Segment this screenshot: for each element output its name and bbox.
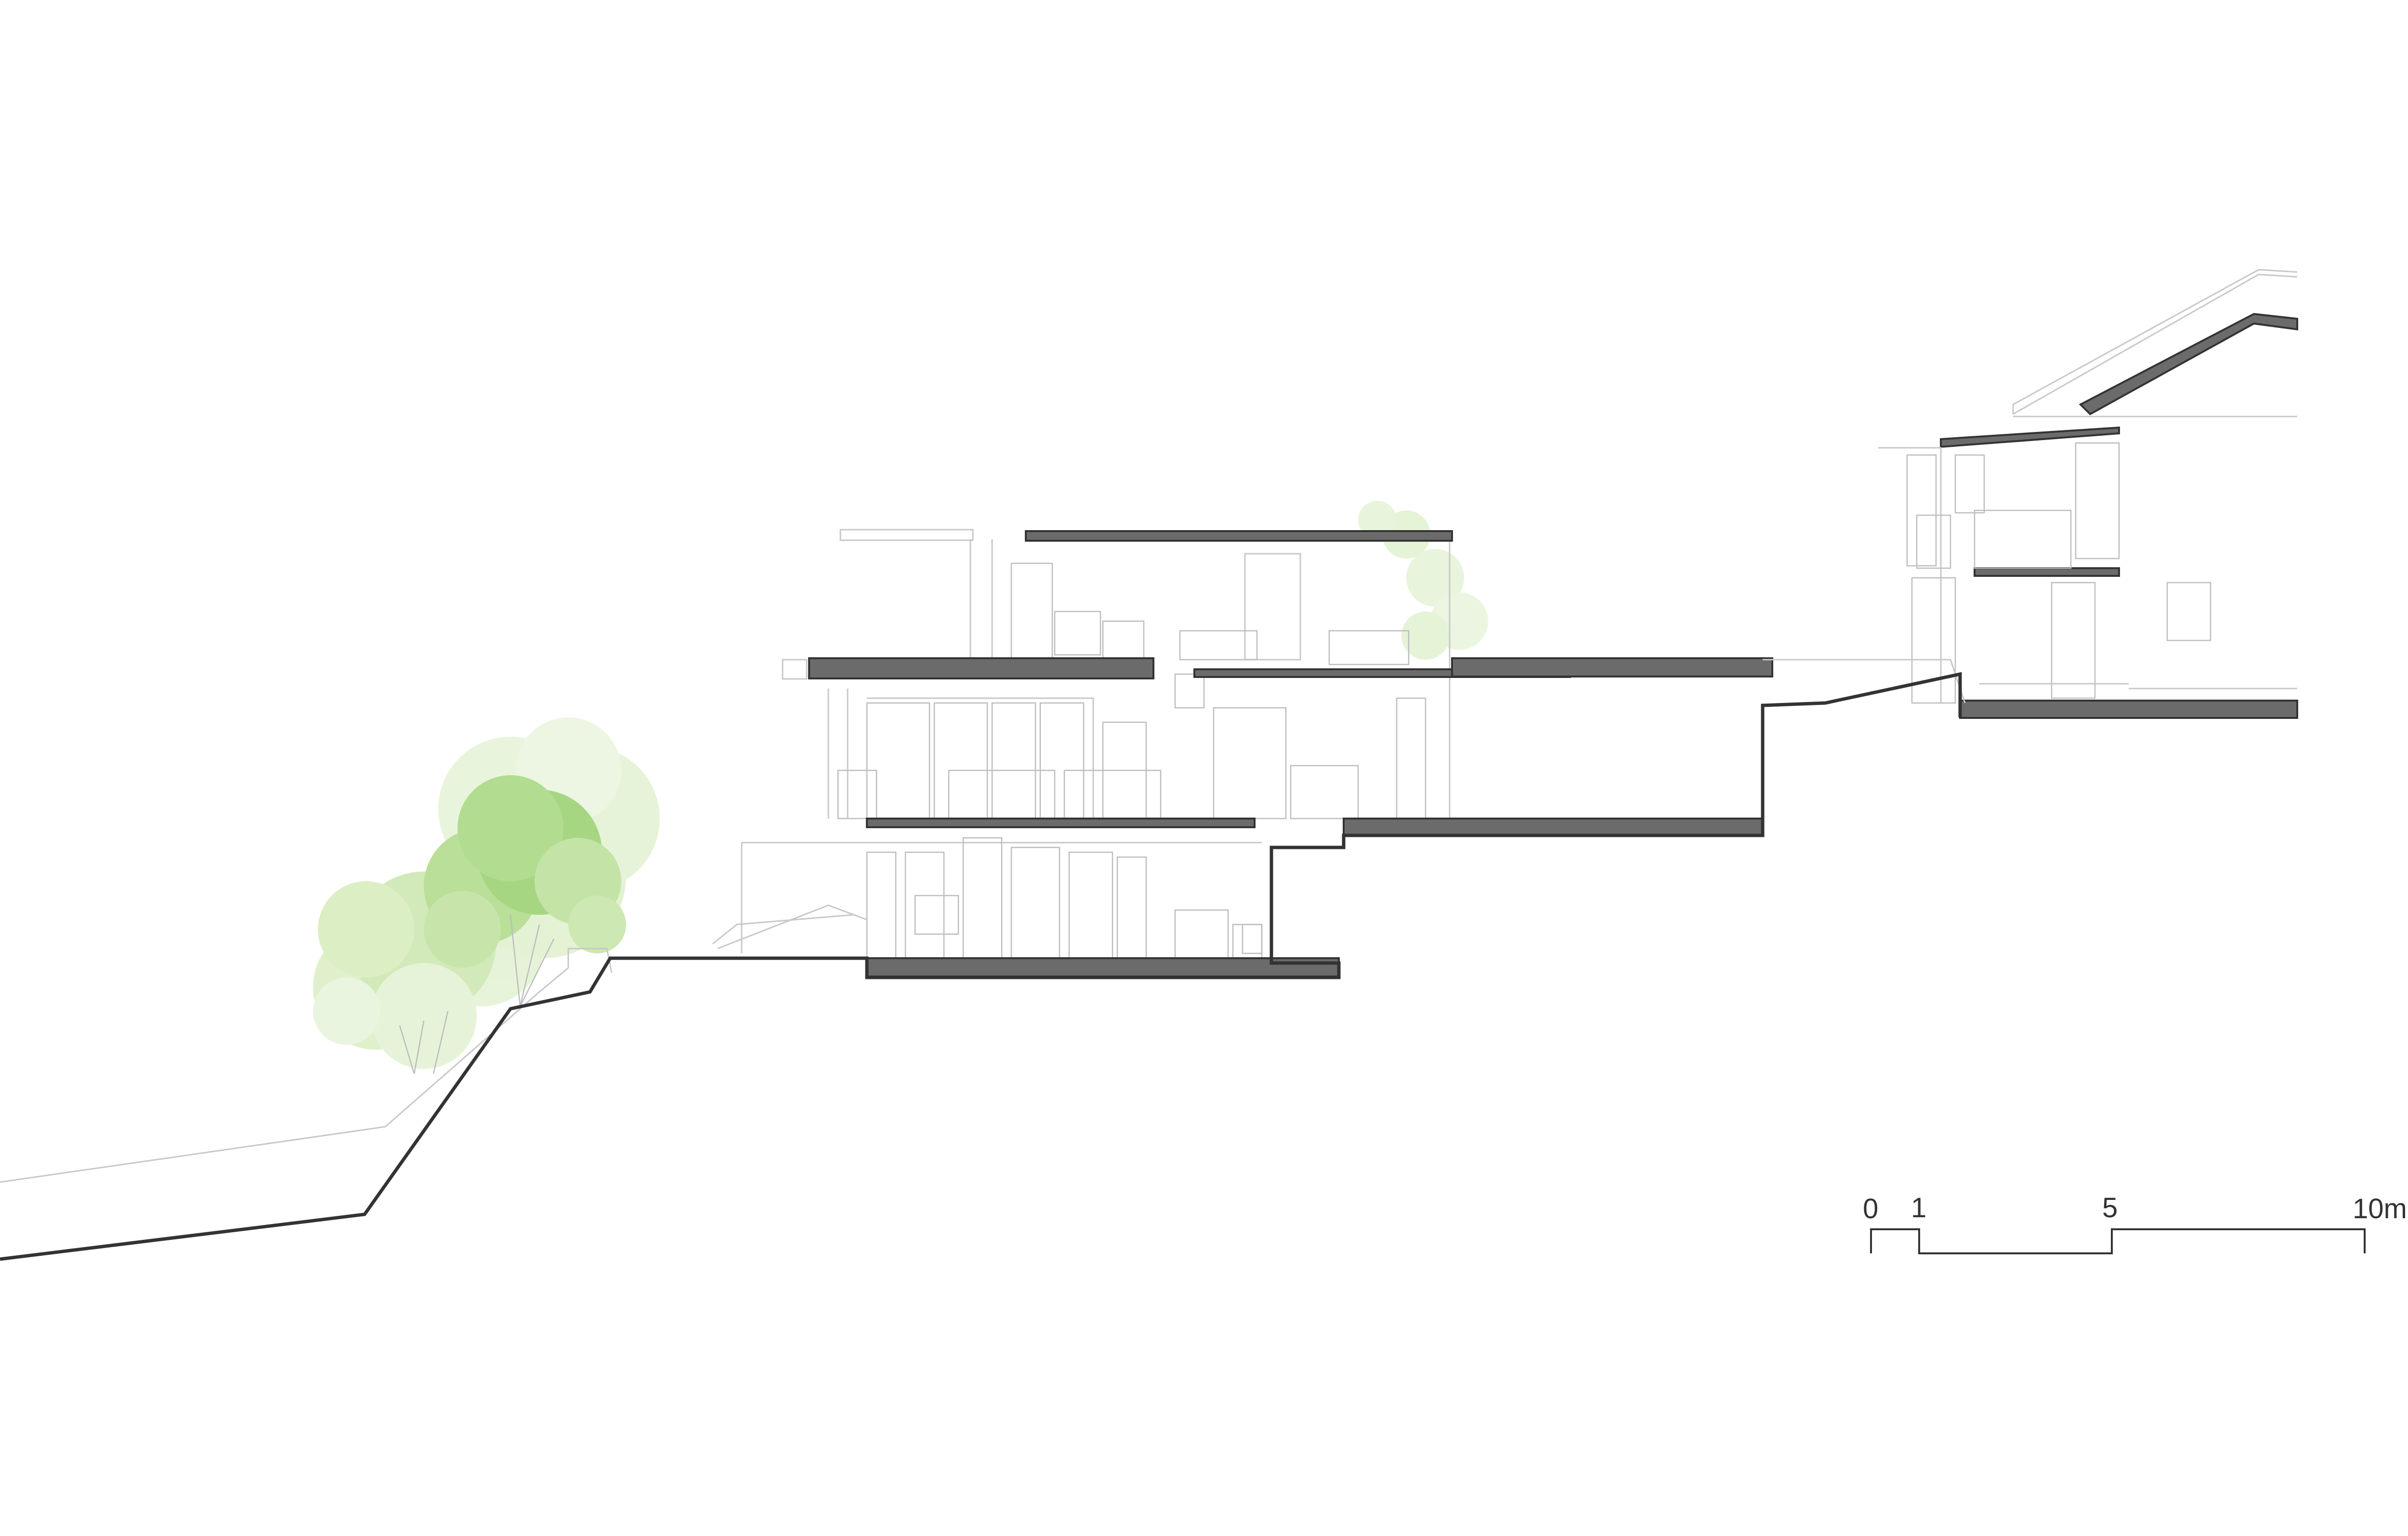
tree-group	[313, 501, 1488, 1074]
roof-slab	[1025, 530, 1453, 542]
left-house-outline	[717, 529, 1451, 959]
right-house-floor	[1974, 567, 2120, 577]
right-house-roof-top	[2079, 312, 2298, 416]
tree-rooftop	[1358, 501, 1488, 660]
scale-label-10m: 10m	[2353, 1193, 2407, 1224]
lower-floor-slab	[866, 957, 1340, 977]
garden-slab	[1343, 818, 1764, 836]
tree-front	[424, 775, 626, 1007]
scale-label-0: 0	[1863, 1193, 1878, 1224]
scale-label-1: 1	[1911, 1192, 1926, 1224]
scale-bar-line	[1870, 1228, 2366, 1254]
right-house-roof	[1940, 426, 2120, 448]
scale-bar: 0 1 5 10m	[1863, 1192, 2407, 1254]
floor-slabs	[808, 312, 2298, 977]
terrace-slab	[1451, 657, 1773, 677]
mid-floor-slab	[866, 818, 1256, 828]
upper-floor-slab	[808, 657, 1154, 679]
ground-line	[0, 672, 1962, 1261]
tree-left	[313, 872, 496, 1074]
right-house-slab	[1959, 700, 2298, 719]
scale-label-5: 5	[2102, 1192, 2118, 1224]
